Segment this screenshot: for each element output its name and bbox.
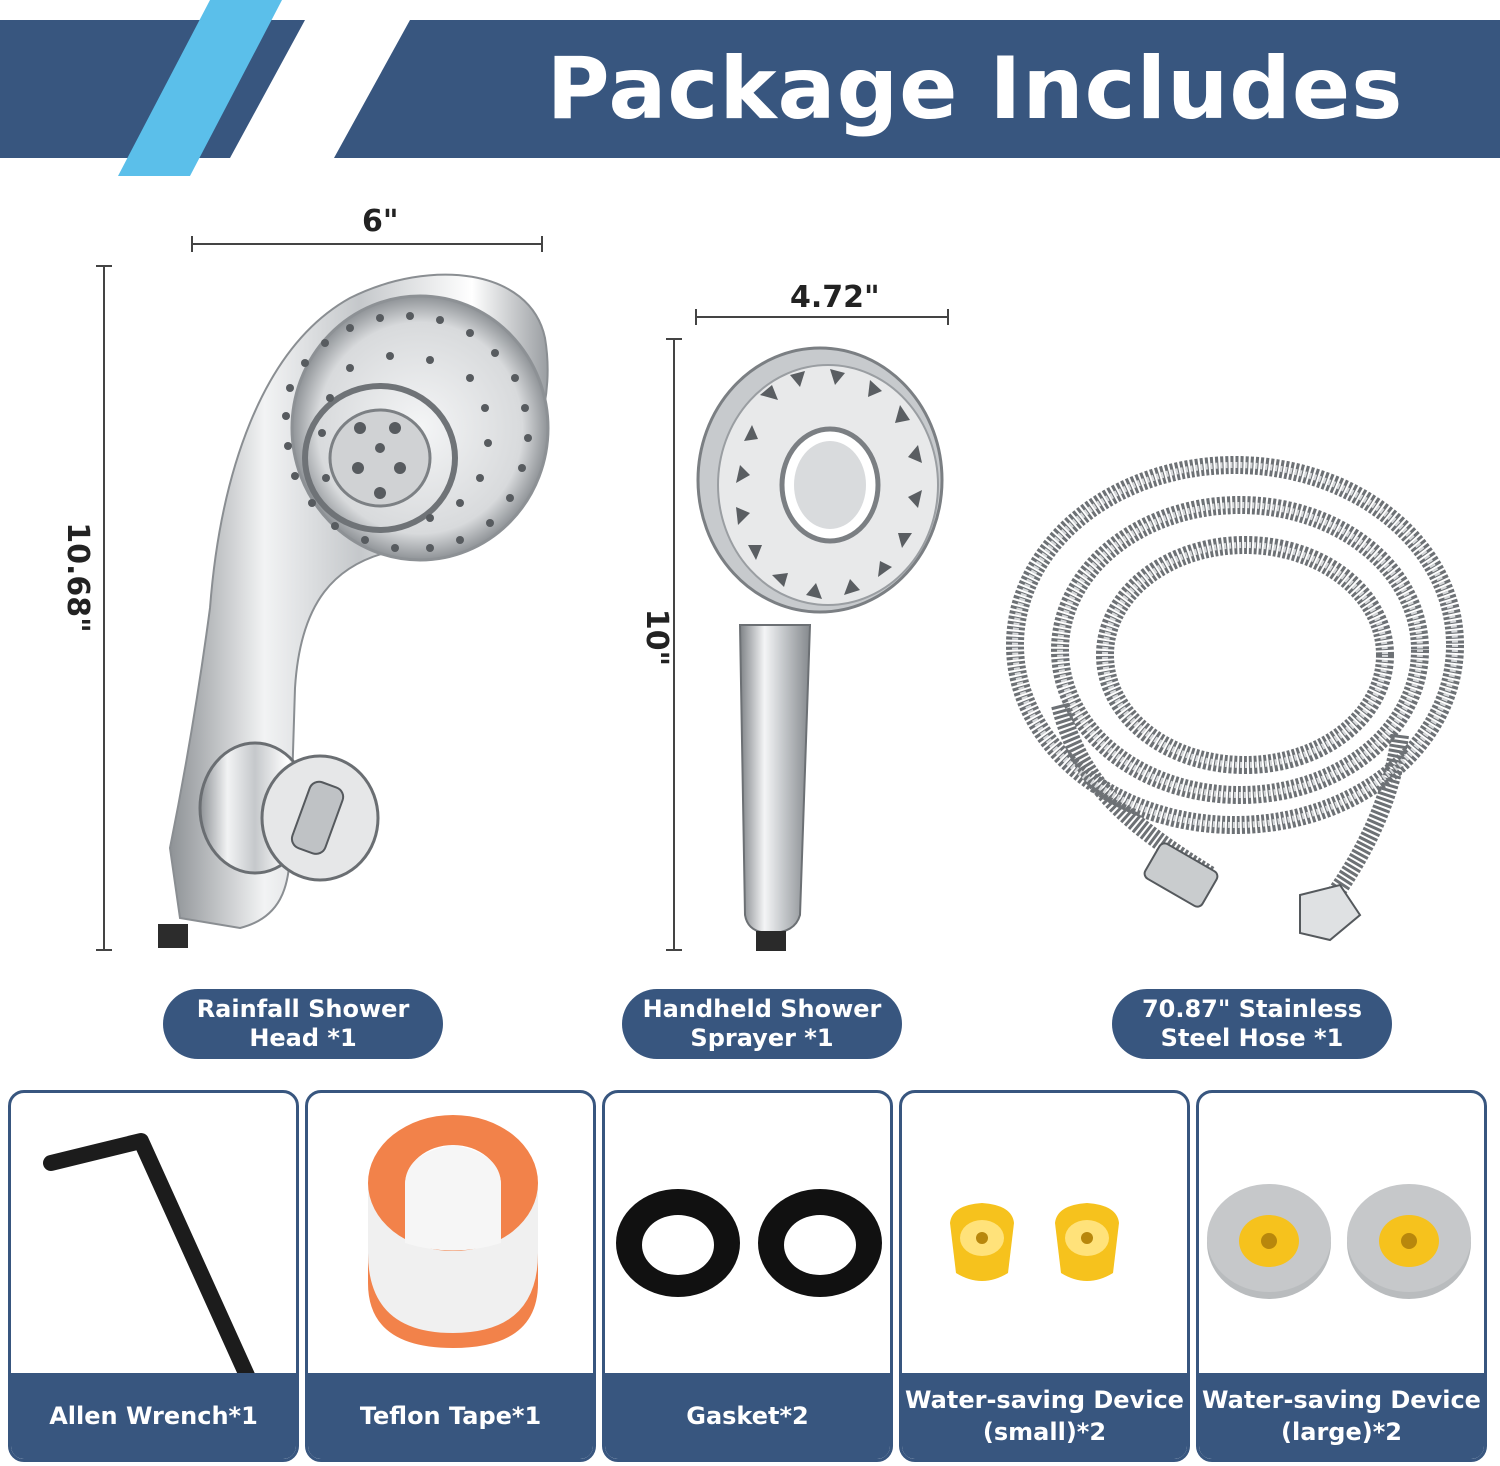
accessory-card-allen-wrench: Allen Wrench*1 <box>8 1090 299 1462</box>
label-line: Allen Wrench*1 <box>49 1402 258 1430</box>
pill-line: Rainfall Shower <box>196 995 410 1023</box>
accessory-card-water-saving-small: Water-saving Device (small)*2 <box>899 1090 1190 1462</box>
handheld-height-label: 10" <box>639 608 675 667</box>
rainfall-height-label: 10.68" <box>59 522 95 633</box>
accessory-label: Water-saving Device (small)*2 <box>902 1373 1187 1459</box>
pill-line: 70.87" Stainless <box>1141 995 1363 1023</box>
accessory-label: Gasket*2 <box>605 1373 890 1459</box>
label-line: Water-saving Device <box>1202 1386 1481 1414</box>
accessory-card-teflon-tape: Teflon Tape*1 <box>305 1090 596 1462</box>
accessory-card-gasket: Gasket*2 <box>602 1090 893 1462</box>
pill-line: Handheld Shower <box>642 995 882 1023</box>
label-line: (small)*2 <box>982 1418 1107 1446</box>
water-saver-small-image <box>950 1203 1119 1281</box>
page-title: Package Includes <box>546 39 1404 139</box>
handheld-width-label: 4.72" <box>790 280 880 315</box>
rainfall-shower-head-image <box>96 236 550 951</box>
gasket-image <box>616 1189 882 1297</box>
pill-line: Head *1 <box>249 1024 357 1052</box>
header-stripes <box>118 0 410 176</box>
accessory-label: Allen Wrench*1 <box>11 1373 296 1459</box>
label-line: Water-saving Device <box>905 1386 1184 1414</box>
stainless-hose-image <box>1006 456 1464 942</box>
teflon-tape-image <box>368 1115 538 1348</box>
accessory-label: Teflon Tape*1 <box>308 1373 593 1459</box>
label-line: Teflon Tape*1 <box>359 1402 542 1430</box>
allen-wrench-image <box>43 1133 260 1383</box>
accessory-label: Water-saving Device (large)*2 <box>1199 1373 1484 1459</box>
label-line: (large)*2 <box>1281 1418 1402 1446</box>
accessory-card-water-saving-large: Water-saving Device (large)*2 <box>1196 1090 1487 1462</box>
pill-line: Sprayer *1 <box>690 1024 834 1052</box>
handheld-sprayer-image <box>666 309 949 951</box>
rainfall-width-label: 6" <box>362 204 399 239</box>
pill-line: Steel Hose *1 <box>1160 1024 1344 1052</box>
water-saver-large-image <box>1207 1184 1471 1299</box>
label-line: Gasket*2 <box>686 1402 809 1430</box>
